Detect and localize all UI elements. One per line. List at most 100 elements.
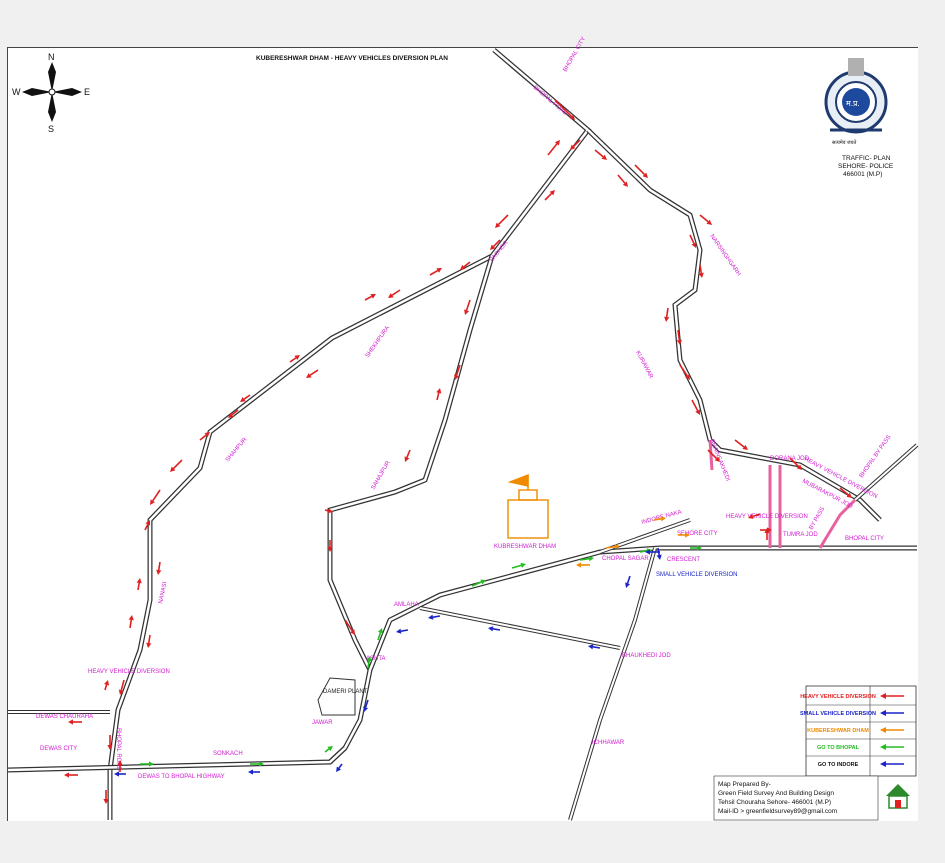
heavy-direction-arrow bbox=[707, 449, 720, 462]
compass-n: N bbox=[48, 52, 55, 62]
heavy-direction-arrow bbox=[839, 487, 852, 498]
heavy-direction-arrow bbox=[388, 289, 401, 298]
road-bhaukhedi bbox=[419, 606, 621, 650]
heavy-direction-arrow bbox=[118, 679, 125, 695]
heavy-direction-arrow bbox=[570, 139, 581, 150]
heavy-direction-arrow bbox=[170, 459, 183, 472]
heavy-direction-arrow bbox=[734, 439, 748, 450]
heavy-direction-arrow bbox=[289, 355, 300, 363]
heavy-direction-arrow bbox=[107, 735, 113, 750]
label-dewas-bhopal-hwy: DEWAS TO BHOPAL HIGHWAY bbox=[138, 774, 225, 780]
label-small-vehicle-diversion: SMALL VEHICLE DIVERSION bbox=[656, 572, 737, 578]
heavy-direction-arrow bbox=[404, 449, 411, 462]
compass-rose-icon bbox=[22, 62, 82, 122]
bhopal-direction-arrow bbox=[140, 761, 154, 767]
label-shekhpura: SHEKHPURA bbox=[365, 325, 391, 359]
heavy-direction-arrow bbox=[594, 149, 607, 160]
credit-line-3: Tehsil Chouraha Sehore- 466001 (M.P) bbox=[718, 799, 831, 806]
compass-s: S bbox=[48, 124, 54, 134]
heavy-direction-arrow bbox=[699, 214, 712, 225]
small-direction-arrow bbox=[645, 549, 660, 555]
dham-direction-arrow bbox=[653, 516, 666, 522]
heavy-direction-arrow bbox=[544, 190, 555, 201]
dham-direction-arrow bbox=[605, 544, 620, 550]
credit-block: Map Prepared By- Green Field Survey And … bbox=[713, 775, 879, 821]
legend-arrow-1 bbox=[880, 710, 904, 716]
heavy-direction-arrow bbox=[306, 369, 319, 378]
bhopal-direction-arrow bbox=[377, 628, 383, 641]
heavy-direction-arrow bbox=[104, 680, 110, 691]
legend-arrow-0 bbox=[880, 693, 904, 699]
label-chopal-sagar: CHOPAL SAGAR bbox=[602, 556, 649, 562]
bhopal-direction-arrow bbox=[579, 556, 594, 562]
bhopal-direction-arrow bbox=[471, 579, 486, 587]
dham-direction-arrow bbox=[678, 532, 690, 538]
heavy-direction-arrow bbox=[228, 409, 239, 418]
heavy-direction-arrow bbox=[464, 299, 471, 315]
heavy-direction-arrow bbox=[679, 364, 690, 380]
small-direction-arrow bbox=[114, 771, 126, 777]
heavy-direction-arrow bbox=[664, 307, 670, 322]
compass-w: W bbox=[12, 87, 21, 97]
kubereshwar-dham-temple-icon bbox=[507, 473, 549, 539]
heavy-direction-arrow bbox=[460, 261, 471, 270]
heavy-direction-arrow bbox=[324, 508, 333, 514]
legend-arrow-4 bbox=[880, 761, 904, 767]
heavy-direction-arrow bbox=[364, 294, 376, 301]
small-direction-arrow bbox=[428, 614, 441, 620]
heavy-direction-arrow bbox=[436, 388, 442, 401]
police-line-2: SEHORE- POLICE bbox=[838, 163, 894, 170]
label-ichhawar: ICHHAWAR bbox=[592, 740, 625, 746]
legend-label-4: GO TO INDORE bbox=[818, 762, 859, 768]
label-shahpur: SHAHPUR bbox=[225, 436, 249, 463]
credit-line-1: Map Prepared By- bbox=[718, 781, 771, 788]
heavy-direction-arrow bbox=[136, 578, 142, 591]
label-jawar: JAWAR bbox=[312, 720, 333, 726]
credit-line-4: Mail-ID > greenfieldsurvey89@gmail.com bbox=[718, 808, 837, 815]
map-title: KUBERESHWAR DHAM - HEAVY VEHICLES DIVERS… bbox=[256, 55, 448, 62]
small-direction-arrow bbox=[336, 763, 343, 772]
label-dewas-chauraha: DEWAS CHAURAHA bbox=[36, 714, 93, 720]
heavy-direction-arrow bbox=[240, 394, 251, 402]
legend-label-3: GO TO BHOPAL bbox=[817, 745, 860, 751]
compass-e: E bbox=[84, 87, 90, 97]
road-ichhawar bbox=[568, 547, 657, 821]
small-direction-arrow bbox=[588, 644, 601, 650]
label-bhopal-road: BHOPAL ROAD bbox=[532, 85, 569, 117]
road-ashta-sehore bbox=[367, 545, 917, 671]
heavy-direction-arrow bbox=[691, 399, 700, 415]
traffic-arrows bbox=[64, 99, 852, 804]
label-bhopal-road-left: BHOPAL ROAD bbox=[115, 728, 121, 771]
map-frame bbox=[7, 47, 918, 821]
label-narsinghgarh: NARSINGHGARH bbox=[708, 234, 741, 278]
heavy-direction-arrow bbox=[199, 432, 210, 441]
small-direction-arrow bbox=[248, 769, 260, 775]
bhopal-direction-arrow bbox=[250, 761, 264, 767]
heavy-direction-arrow bbox=[698, 264, 704, 278]
heavy-direction-arrow bbox=[68, 719, 82, 725]
road-narsinghgarh bbox=[586, 128, 882, 522]
heavy-direction-arrow bbox=[150, 489, 161, 505]
legend-label-2: KUBERESHWAR DHAM bbox=[807, 728, 869, 734]
label-dorana-jod: DORANA JOD bbox=[770, 456, 810, 462]
label-heavy-div-left: HEAVY VEHICLE DIVERSION bbox=[88, 669, 170, 675]
legend-arrow-3 bbox=[880, 744, 904, 750]
heavy-direction-arrow bbox=[146, 634, 152, 648]
heavy-direction-arrow bbox=[789, 457, 802, 470]
legend-arrow-2 bbox=[880, 727, 904, 733]
heavy-direction-arrow bbox=[490, 239, 501, 250]
heavy-direction-arrow bbox=[327, 540, 333, 552]
label-heavy-div-right: HEAVY VEHICLE DIVERSION bbox=[726, 514, 808, 520]
small-direction-arrow bbox=[396, 628, 409, 634]
road-bhopal-nanasi bbox=[107, 48, 592, 820]
bhopal-direction-arrow bbox=[511, 562, 526, 569]
label-amlaha: AMLAHA bbox=[394, 602, 419, 608]
place-labels: BHOPAL CITY BHOPAL ROAD PACHOR SHEKHPURA… bbox=[36, 36, 893, 780]
heavy-direction-arrow bbox=[554, 99, 575, 120]
label-bhopal-city-top: BHOPAL CITY bbox=[563, 36, 588, 73]
dameri-plant-shape bbox=[317, 677, 356, 716]
label-bypass-small: BY PASS bbox=[809, 506, 827, 531]
heavy-direction-arrow bbox=[495, 214, 509, 228]
bhopal-direction-arrow bbox=[366, 656, 372, 669]
